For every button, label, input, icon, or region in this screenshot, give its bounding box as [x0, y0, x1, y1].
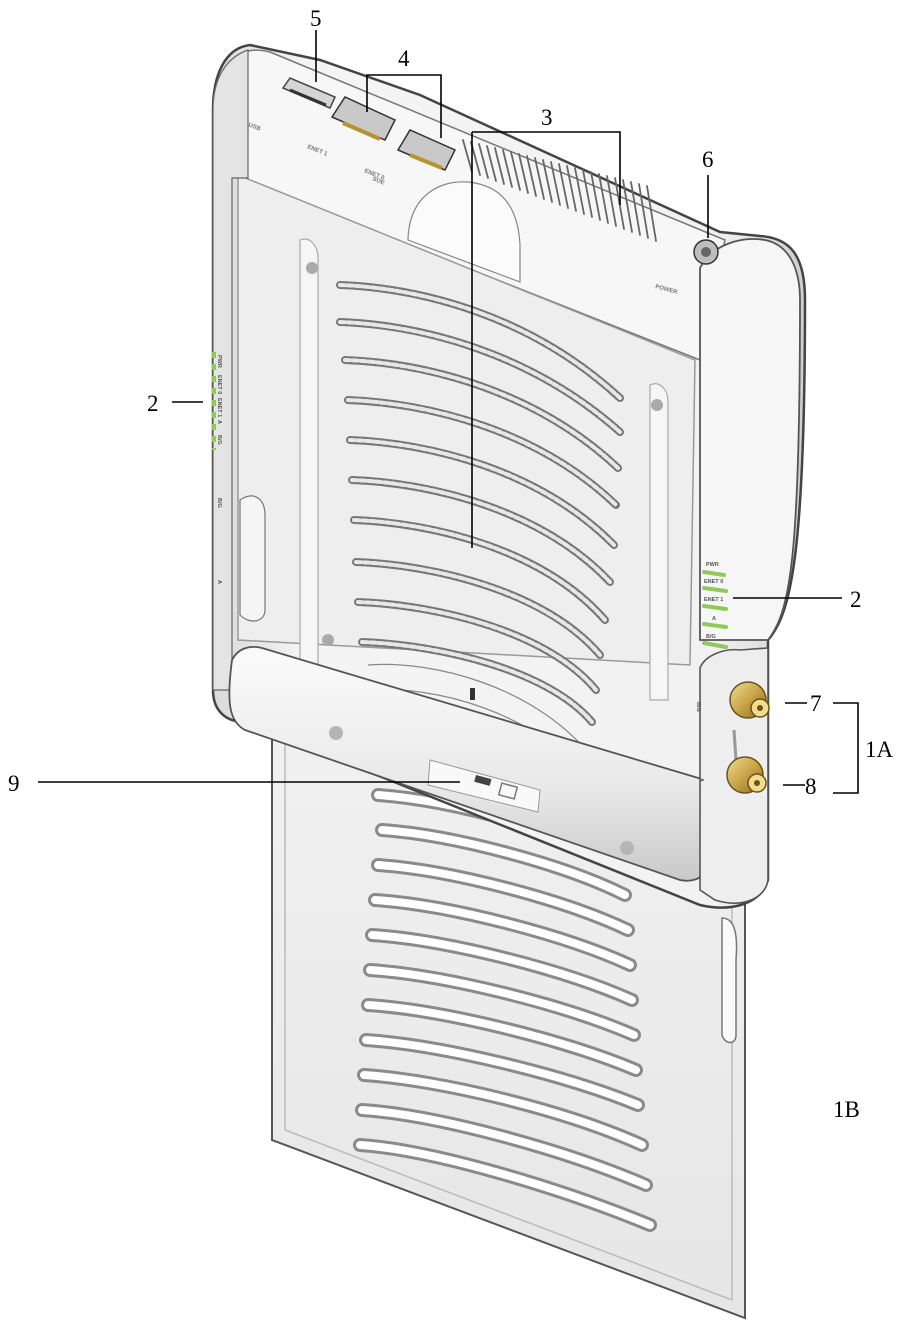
callout-1b: 1B — [833, 1097, 860, 1122]
svg-text:PWR: PWR — [706, 562, 719, 568]
antenna-connector-a — [726, 756, 767, 794]
usb-port — [281, 77, 337, 109]
svg-text:A: A — [216, 420, 222, 424]
antenna-connector-bg — [729, 681, 770, 719]
led-panel-right: PWR ENET 0 ENET 1 A B/G — [702, 562, 728, 649]
side-bg-label: B/G — [216, 498, 222, 508]
antenna-a-label: A — [698, 778, 704, 782]
svg-text:PWR: PWR — [216, 355, 222, 368]
callout-1a: 1A — [865, 737, 894, 762]
svg-text:ENET 1: ENET 1 — [704, 597, 723, 603]
svg-text:ENET 0: ENET 0 — [704, 579, 723, 585]
power-label: POWER — [654, 284, 678, 296]
console-port — [427, 759, 541, 813]
svg-text:ENET 0: ENET 0 — [216, 375, 222, 394]
callout-5: 5 — [310, 6, 322, 31]
soe-label: SOE — [371, 176, 385, 186]
top-vent — [462, 139, 657, 242]
access-point-body: USB ENET 1 ENET 0 SOE POWER — [211, 43, 807, 909]
callout-2-right: 2 — [850, 587, 862, 612]
callout-3: 3 — [541, 105, 553, 130]
ethernet-port-enet1 — [330, 96, 397, 141]
callout-8: 8 — [805, 774, 817, 799]
svg-text:B/G: B/G — [706, 634, 716, 640]
callout-7: 7 — [810, 691, 822, 716]
svg-text:B/G: B/G — [216, 435, 222, 445]
power-connector — [693, 239, 719, 265]
callout-4: 4 — [398, 46, 410, 71]
side-a-label: A — [216, 580, 222, 584]
led-panel-left: PWR ENET 0 ENET 1 A B/G B/G A — [212, 352, 266, 622]
callout-9: 9 — [8, 771, 20, 796]
svg-text:ENET 1: ENET 1 — [216, 398, 222, 417]
callout-6: 6 — [702, 147, 714, 172]
ethernet-port-enet0 — [396, 129, 457, 171]
usb-label: USB — [247, 122, 262, 133]
callout-2-left: 2 — [147, 391, 159, 416]
leader-lines — [38, 30, 859, 794]
svg-text:A: A — [712, 616, 716, 622]
antenna-bg-label: B/G — [695, 702, 701, 712]
